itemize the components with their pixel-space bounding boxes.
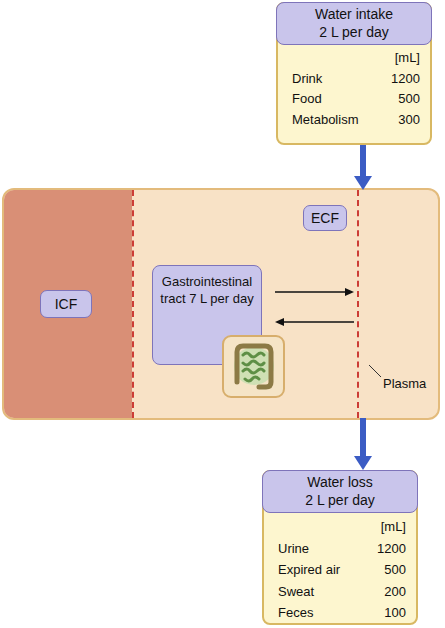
leader-line (369, 365, 381, 377)
item-value: 100 (384, 602, 406, 624)
arrow-head (354, 176, 372, 190)
flow-arrow (275, 318, 354, 326)
arrow-head (345, 288, 354, 296)
icon-ground (234, 347, 274, 385)
table-body: [mL]Drink 1200Food 500Metabolism 300 (278, 45, 430, 130)
organ-label: Gastrointestinal tract 7 L per day (155, 274, 259, 308)
table-box: Water intake 2 L per day[mL]Drink1200Foo… (276, 2, 432, 145)
unit-label: [mL] (292, 48, 420, 69)
compartment-region: Plasma (357, 190, 438, 418)
item-name: Sweat (278, 581, 314, 603)
table-row: Feces 100 (278, 602, 406, 624)
arrow-shaft (360, 145, 366, 176)
table-header: Water intake 2 L per day (276, 2, 432, 45)
table-title: Water loss 2 L per day (297, 474, 383, 509)
table-box: Water loss 2 L per day[mL]Urine1200Expir… (262, 470, 418, 625)
arrow-shaft (360, 418, 366, 456)
table-row: Metabolism 300 (292, 110, 420, 131)
table-body: [mL]Urine1200Expired air500Sweat200Feces… (264, 513, 416, 624)
flow-arrow (275, 288, 354, 296)
compartment-region: ICF (4, 190, 132, 418)
region-label: Plasma (383, 376, 426, 391)
item-name: Urine (278, 538, 309, 560)
table-row: Urine 1200 (278, 538, 406, 560)
item-value: 1200 (377, 538, 406, 560)
arrow-shaft (275, 291, 345, 293)
item-value: 500 (398, 89, 420, 110)
compartment-region: ECF Gastrointestinal tract 7 L per dayPla… (132, 190, 438, 418)
flow-arrow (354, 145, 372, 190)
flow-arrow (354, 418, 372, 470)
arrow-shaft (284, 321, 354, 323)
item-name: Expired air (278, 559, 340, 581)
item-name: Metabolism (292, 110, 358, 131)
icon-frame (223, 336, 284, 397)
large-intestine (237, 346, 271, 387)
item-value: 1200 (391, 69, 420, 90)
arrow-head (354, 456, 372, 470)
table-row: Food 500 (292, 89, 420, 110)
item-name: Food (292, 89, 322, 110)
unit-label: [mL] (278, 516, 406, 538)
intestine-illustration (223, 336, 284, 397)
body-fluid-outline: ICF ECF Gastrointestinal tract 7 L per day… (2, 188, 440, 420)
item-value: 500 (384, 559, 406, 581)
organ-box: Gastrointestinal tract 7 L per day (152, 265, 262, 365)
item-value: 200 (384, 581, 406, 603)
table-row: Expired air 500 (278, 559, 406, 581)
arrow-head (275, 318, 284, 326)
item-name: Feces (278, 602, 313, 624)
table-header: Water loss 2 L per day (262, 470, 418, 513)
table-title: Water intake 2 L per day (311, 6, 397, 41)
compartment-label: ECF (303, 205, 347, 231)
table-row: Drink 1200 (292, 69, 420, 90)
item-name: Drink (292, 69, 322, 90)
compartment-label: ICF (40, 290, 92, 318)
small-intestine (243, 353, 264, 381)
item-value: 300 (398, 110, 420, 131)
table-row: Sweat 200 (278, 581, 406, 603)
